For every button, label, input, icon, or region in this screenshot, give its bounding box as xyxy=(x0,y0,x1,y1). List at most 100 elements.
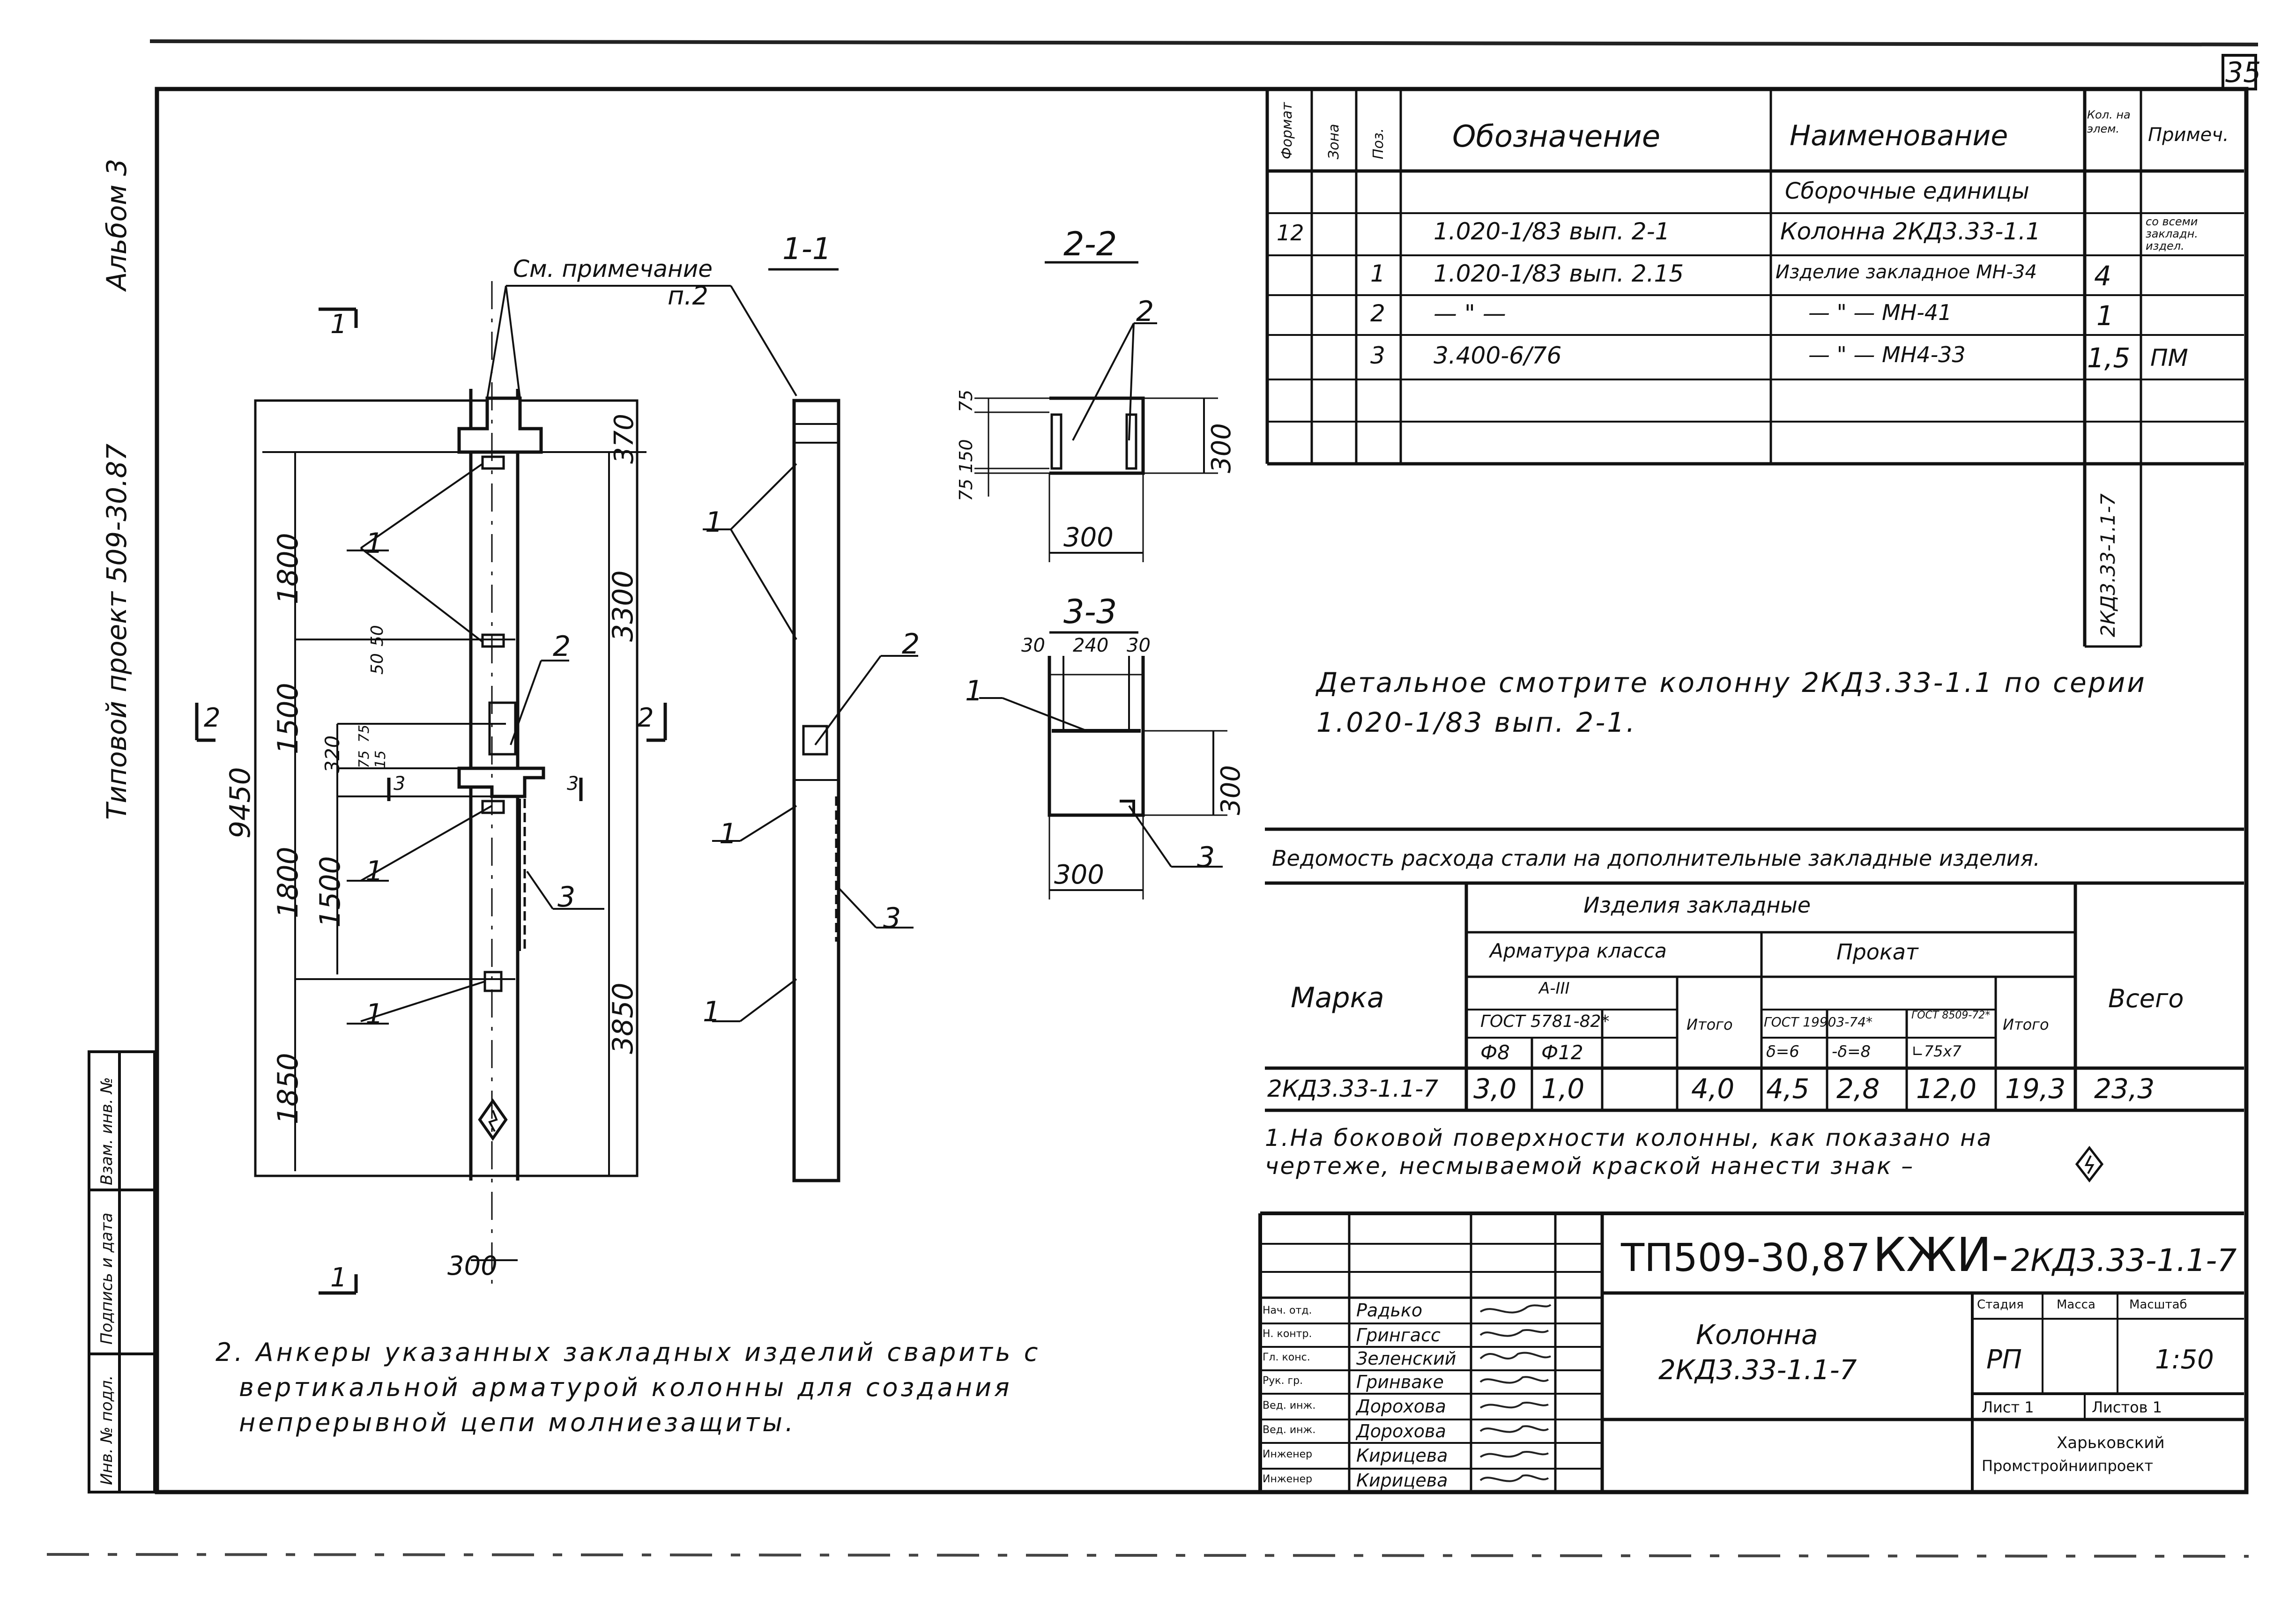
title-mass-label: Масса xyxy=(2057,1298,2095,1312)
steel-table-grid xyxy=(1265,827,2244,1112)
s22-dim-150: 150 xyxy=(956,439,976,473)
title-sheets-label: Листов 1 xyxy=(2092,1398,2162,1416)
top-trim-line xyxy=(149,39,2259,46)
spec-row-qty: 4 xyxy=(2094,260,2111,292)
cut-mark-2-left: 2 xyxy=(204,703,221,733)
steel-row-mark: 2КД3.33-1.1-7 xyxy=(1267,1075,1439,1102)
steel-table-title: Ведомость расхода стали на дополнительны… xyxy=(1272,846,2040,871)
dim-1850: 1850 xyxy=(272,1053,305,1124)
dim-300-bottom: 300 xyxy=(447,1251,498,1281)
person-name: Гринваке xyxy=(1356,1372,1444,1392)
pos-label-2: 2 xyxy=(553,630,571,663)
dim-1500-mid: 1500 xyxy=(314,856,347,928)
section-1-1-title: 1-1 xyxy=(782,232,832,267)
note-2-line-2: вертикальной арматурой колонны для созда… xyxy=(239,1373,1012,1402)
person-name: Радько xyxy=(1356,1300,1423,1321)
note-1-line-1: 1.На боковой поверхности колонны, как по… xyxy=(1265,1124,1993,1152)
person-name: Кирицева xyxy=(1356,1470,1448,1491)
spec-header-zone: Зона xyxy=(1326,124,1342,159)
pos-label-2: 2 xyxy=(902,628,920,661)
steel-row-t8: 2,8 xyxy=(1836,1073,1880,1105)
dim-15: 15 xyxy=(372,750,389,768)
person-name: Дорохова xyxy=(1356,1396,1446,1417)
person-name: Кирицева xyxy=(1356,1445,1448,1466)
steel-row-total: 23,3 xyxy=(2094,1073,2155,1105)
section-3-3-title: 3-3 xyxy=(1063,593,1117,631)
note-2-line-1: 2. Анкеры указанных закладных изделий св… xyxy=(215,1338,1041,1367)
spec-table-grid xyxy=(1265,89,2244,648)
steel-col-mark: Марка xyxy=(1291,981,1384,1014)
section-2-2 xyxy=(974,261,1218,562)
pos-label-1: 1 xyxy=(705,506,723,539)
steel-row-d12: 1,0 xyxy=(1541,1073,1585,1105)
spec-row-pos: 2 xyxy=(1370,300,1385,327)
spec-header-name: Наименование xyxy=(1790,119,2008,152)
side-stamp-inv-no: Инв. № подл. xyxy=(97,1375,116,1485)
title-code-mark: 2КД3.33-1.1-7 xyxy=(2011,1242,2237,1278)
note-1-line-2: чертеже, несмываемой краской нанести зна… xyxy=(1265,1152,1915,1180)
section-3-3 xyxy=(979,631,1227,899)
album-project-line: Типовой проект 509-30.87 xyxy=(101,443,133,820)
cut-mark-3-right: 3 xyxy=(567,773,579,795)
steel-itogo-2: Итого xyxy=(2003,1016,2049,1033)
pos-label-1: 1 xyxy=(365,527,384,560)
title-code-main: ТП509-30,87 КЖИ- 2КД3.33-1.1-7 xyxy=(1621,1227,2237,1282)
lightning-sign-icon xyxy=(2075,1145,2104,1183)
pos-label-3: 3 xyxy=(1197,841,1215,874)
title-name-line-1: Колонна xyxy=(1696,1319,1818,1351)
dim-3850: 3850 xyxy=(607,982,639,1054)
pos-label-2: 2 xyxy=(1136,295,1154,328)
steel-d12: Ф12 xyxy=(1541,1041,1583,1064)
steel-gost-plate: ГОСТ 19903-74* xyxy=(1764,1014,1872,1030)
steel-total-header: Всего xyxy=(2108,984,2184,1013)
bottom-trim-line xyxy=(46,1553,2249,1558)
dim-75b: 75 xyxy=(356,750,372,768)
dim-75: 75 xyxy=(356,724,372,743)
spec-header-qty: Кол. на элем. xyxy=(2087,108,2131,135)
person-role: Инженер xyxy=(1263,1449,1313,1460)
dim-320: 320 xyxy=(321,735,344,773)
steel-row-t6: 4,5 xyxy=(1766,1073,1810,1105)
dim-1800-mid: 1800 xyxy=(272,847,305,918)
spec-header-note: Примеч. xyxy=(2148,124,2229,146)
dim-50: 50 xyxy=(368,653,387,675)
section-1-1 xyxy=(703,268,918,1182)
title-code-project: ТП509-30,87 xyxy=(1621,1236,1871,1280)
person-role: Нач. отд. xyxy=(1263,1305,1312,1316)
cut-mark-2-right: 2 xyxy=(637,703,654,733)
spec-header-designation: Обозначение xyxy=(1452,119,1661,154)
dim-1800-top: 1800 xyxy=(272,533,305,604)
side-stamp-replace-inv: Взам. инв. № xyxy=(97,1077,116,1185)
section-2-2-title: 2-2 xyxy=(1063,225,1117,263)
title-org-line-2: Промстройниипроект xyxy=(1982,1457,2153,1475)
steel-row-sum1: 4,0 xyxy=(1691,1073,1735,1105)
steel-sub-rebar: Арматура класса xyxy=(1490,939,1667,962)
s22-dim-75b: 75 xyxy=(956,478,976,501)
spec-row-pos: 1 xyxy=(1370,260,1385,287)
signatures xyxy=(1479,1304,1552,1482)
side-stamp xyxy=(88,1050,156,1494)
pos-label-1: 1 xyxy=(719,817,737,850)
pos-label-3: 3 xyxy=(557,881,576,914)
steel-d8: Ф8 xyxy=(1480,1041,1510,1064)
steel-row-sum2: 19,3 xyxy=(2005,1073,2066,1105)
cut-mark-1-bottom: 1 xyxy=(330,1263,347,1293)
steel-gost-angle: ГОСТ 8509-72* xyxy=(1911,1010,1991,1021)
spec-row-designation: — " — xyxy=(1434,300,1506,327)
person-role: Гл. конс. xyxy=(1263,1352,1310,1363)
title-org-line-1: Харьковский xyxy=(2057,1434,2165,1452)
steel-t6: δ=6 xyxy=(1766,1042,1799,1061)
steel-gost-rebar: ГОСТ 5781-82* xyxy=(1480,1012,1610,1031)
spec-row-name: Колонна 2КД3.33-1.1 xyxy=(1780,218,2041,245)
person-role: Рук. гр. xyxy=(1263,1375,1303,1387)
spec-row-designation: 3.400-6/76 xyxy=(1434,342,1562,369)
spec-row-qty: 1,5 xyxy=(2087,342,2131,374)
main-frame xyxy=(155,87,2249,1494)
dim-9450: 9450 xyxy=(224,767,257,839)
title-stage-label: Стадия xyxy=(1977,1298,2024,1312)
s33-dim-30: 30 xyxy=(1021,635,1045,656)
spec-section-title: Сборочные единицы xyxy=(1785,178,2029,204)
person-role: Инженер xyxy=(1263,1473,1313,1485)
s33-dim-240: 240 xyxy=(1073,635,1109,656)
